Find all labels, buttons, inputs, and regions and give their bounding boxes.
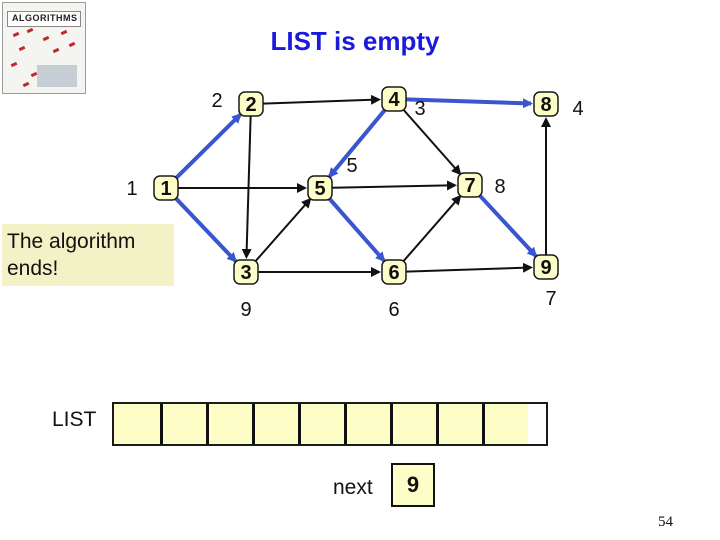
node-2: 2: [238, 91, 264, 117]
node-4-label: 4: [388, 89, 400, 111]
node-7-shape: [457, 172, 483, 198]
list-cell: [390, 404, 436, 444]
node-8-label: 8: [540, 94, 551, 116]
node-9-label: 9: [540, 257, 551, 279]
edge-4-7: [401, 107, 462, 176]
node-6-shape: [381, 259, 407, 285]
edge-7-9: [476, 192, 538, 258]
node-6-value: 6: [388, 299, 399, 321]
status-text: The algorithm ends!: [7, 230, 136, 280]
node-3-value: 9: [240, 299, 251, 321]
edge-4-5: [328, 106, 388, 179]
list-cell: [206, 404, 252, 444]
list-array: [112, 402, 548, 446]
node-6: 6: [381, 259, 407, 285]
edge-4-8: [405, 97, 534, 109]
edge-1-3: [172, 195, 238, 263]
book-cover-thumbnail: ALGORITHMS: [2, 2, 86, 94]
list-cell: [344, 404, 390, 444]
status-box: [2, 224, 174, 286]
page-number: 54: [658, 514, 673, 530]
slide-title: LIST is empty: [270, 26, 440, 56]
node-1-value: 1: [126, 178, 137, 200]
node-4-shape: [381, 86, 407, 112]
next-value-box: 9: [391, 463, 435, 507]
node-4: 4: [381, 86, 407, 112]
edge-6-7: [401, 194, 462, 264]
node-9-shape: [533, 254, 559, 280]
book-cover-title: ALGORITHMS: [7, 11, 81, 27]
edge-3-5: [253, 197, 312, 264]
edge-1-2: [173, 113, 242, 181]
node-1-shape: [153, 175, 179, 201]
node-2-value: 2: [211, 90, 222, 112]
edge-2-4: [262, 94, 382, 105]
node-6-label: 6: [388, 262, 399, 284]
node-9: 9: [533, 254, 559, 280]
node-3-label: 3: [240, 262, 251, 284]
node-7-label: 7: [464, 175, 475, 197]
list-label: LIST: [52, 408, 97, 431]
node-8-value: 4: [572, 98, 583, 120]
edge-5-7: [331, 180, 458, 191]
node-2-label: 2: [245, 94, 256, 116]
list-cell: [160, 404, 206, 444]
node-8-shape: [533, 91, 559, 117]
node-1-label: 1: [160, 178, 171, 200]
node-5-shape: [307, 175, 333, 201]
edge-6-9: [405, 262, 534, 273]
node-2-shape: [238, 91, 264, 117]
list-cell: [482, 404, 528, 444]
edge-5-6: [326, 195, 386, 263]
node-8: 8: [533, 91, 559, 117]
node-5-value: 5: [346, 155, 357, 177]
list-cell: [252, 404, 298, 444]
list-cell: [436, 404, 482, 444]
node-5: 5: [307, 175, 333, 201]
node-9-value: 7: [545, 288, 556, 310]
node-1: 1: [153, 175, 179, 201]
node-5-label: 5: [314, 178, 325, 200]
node-3-shape: [233, 259, 259, 285]
book-cover-title-text: ALGORITHMS: [12, 13, 78, 23]
node-4-value: 3: [414, 98, 425, 120]
edge-2-3: [241, 115, 252, 260]
list-cell: [298, 404, 344, 444]
node-3: 3: [233, 259, 259, 285]
node-7-value: 8: [494, 176, 505, 198]
list-cell: [114, 404, 160, 444]
node-7: 7: [457, 172, 483, 198]
next-label: next: [333, 476, 373, 499]
